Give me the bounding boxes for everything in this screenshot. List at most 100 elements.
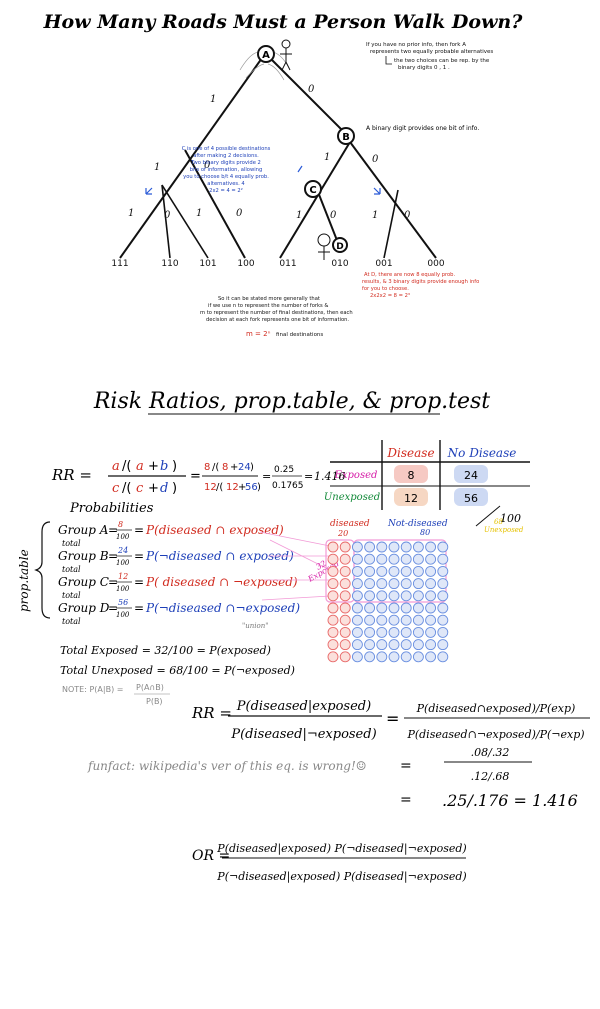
or-num: P(diseased|exposed) P(¬diseased|¬exposed… — [216, 842, 466, 856]
node-b: B — [337, 127, 355, 145]
svg-text:a: a — [112, 459, 120, 474]
svg-text:100: 100 — [116, 559, 130, 567]
svg-text:000: 000 — [427, 259, 444, 269]
rr-cond-eq-num: P(diseased∩exposed)/P(exp) — [416, 702, 576, 715]
dot-not-diseased — [388, 639, 400, 651]
brace — [34, 521, 51, 619]
note-arrow — [385, 56, 392, 65]
svg-text:0.1765: 0.1765 — [272, 481, 304, 491]
dot-not-diseased — [437, 602, 449, 614]
svg-text:b: b — [160, 459, 168, 474]
svg-text:total: total — [62, 539, 81, 548]
svg-text:P( diseased ∩ ¬exposed): P( diseased ∩ ¬exposed) — [145, 575, 298, 589]
tree-title: How Many Roads Must a Person Walk Down? — [43, 11, 524, 33]
svg-text:P(diseased ∩ exposed): P(diseased ∩ exposed) — [145, 523, 284, 537]
dot-diseased — [327, 578, 339, 590]
dot-not-diseased — [364, 565, 376, 577]
dot-diseased — [327, 626, 339, 638]
table-total: 100 — [500, 512, 521, 525]
note-top: If you have no prior info, then fork A r… — [366, 42, 493, 71]
dot-not-diseased — [388, 626, 400, 638]
dot-not-diseased — [400, 602, 412, 614]
svg-text:): ) — [250, 462, 254, 473]
note-bottom: So it can be stated more generally that … — [200, 296, 353, 323]
dot-not-diseased — [351, 578, 363, 590]
dot-not-diseased — [351, 602, 363, 614]
dot-not-diseased — [364, 578, 376, 590]
dot-diseased — [339, 565, 351, 577]
dot-not-diseased — [437, 626, 449, 638]
dot-not-diseased — [351, 541, 363, 553]
svg-text:A: A — [262, 50, 270, 61]
total-exposed: Total Exposed = 32/100 = P(exposed) — [60, 644, 271, 657]
dot-not-diseased — [400, 565, 412, 577]
rr-cond-num: P(diseased|exposed) — [236, 699, 371, 714]
dot-diseased — [327, 602, 339, 614]
dot-not-diseased — [364, 651, 376, 663]
svg-text:a: a — [136, 459, 144, 474]
grid-label-diseased-n: 20 — [337, 529, 348, 538]
dot-not-diseased — [376, 578, 388, 590]
svg-text:Group B: Group B — [58, 549, 109, 563]
equals-sign-2: = — [400, 758, 412, 774]
dot-diseased — [339, 639, 351, 651]
grid-label-not-diseased-n: 80 — [420, 528, 430, 537]
svg-text:8: 8 — [118, 520, 123, 529]
rr-cond-label: RR = — [191, 704, 232, 722]
svg-text:=: = — [190, 469, 201, 484]
rr-calc-den: .12/.68 — [471, 770, 510, 783]
dot-not-diseased — [437, 553, 449, 565]
dot-not-diseased — [364, 614, 376, 626]
dot-diseased — [339, 541, 351, 553]
equals-sign: = — [386, 709, 399, 728]
dot-not-diseased — [351, 639, 363, 651]
dot-not-diseased — [376, 651, 388, 663]
svg-text:24: 24 — [117, 546, 128, 555]
svg-text:/(: /( — [122, 481, 131, 496]
dot-not-diseased — [412, 541, 424, 553]
row-unexposed: Unexposed — [324, 492, 380, 503]
svg-text:for you to choose.: for you to choose. — [362, 286, 409, 292]
svg-text:C is one of 4 possible destina: C is one of 4 possible destinations — [182, 146, 271, 152]
rr-formula: RR = a /( a + b ) c /( c + d ) = 8 /( 8 … — [51, 459, 346, 496]
svg-text:2x2x2 = 8 = 2³: 2x2x2 = 8 = 2³ — [370, 293, 410, 299]
svg-text:110: 110 — [161, 259, 178, 269]
dot-not-diseased — [425, 590, 437, 602]
dot-not-diseased — [425, 565, 437, 577]
svg-text:=: = — [262, 470, 271, 483]
svg-text:total: total — [62, 617, 81, 626]
svg-text:=: = — [134, 523, 144, 537]
dot-diseased — [327, 651, 339, 663]
svg-text:Group C: Group C — [58, 575, 109, 589]
dot-not-diseased — [388, 590, 400, 602]
svg-text:if we use n to represent the n: if we use n to represent the number of f… — [208, 303, 328, 309]
svg-text:1: 1 — [196, 208, 202, 219]
dot-diseased — [327, 590, 339, 602]
dot-not-diseased — [376, 590, 388, 602]
dot-not-diseased — [437, 614, 449, 626]
blue-arrows — [145, 165, 381, 195]
tree-branches — [119, 57, 437, 259]
dot-not-diseased — [364, 602, 376, 614]
total-unexposed: Total Unexposed = 68/100 = P(¬exposed) — [60, 664, 295, 677]
svg-text:0.25: 0.25 — [274, 465, 294, 475]
dot-not-diseased — [400, 541, 412, 553]
svg-text:=: = — [108, 601, 118, 615]
dot-not-diseased — [376, 602, 388, 614]
svg-text:100: 100 — [116, 611, 130, 619]
svg-text:P(¬diseased ∩¬exposed): P(¬diseased ∩¬exposed) — [145, 601, 300, 615]
dot-not-diseased — [400, 578, 412, 590]
dot-not-diseased — [400, 614, 412, 626]
svg-text:12: 12 — [226, 482, 239, 493]
or-label: OR = — [192, 848, 230, 864]
svg-text:=: = — [108, 523, 118, 537]
svg-text:1: 1 — [324, 152, 330, 163]
dot-diseased — [339, 651, 351, 663]
group-list: Group A = 8 100 = P(diseased ∩ exposed) … — [58, 520, 300, 630]
svg-text:/(: /( — [122, 459, 131, 474]
note-frac-bot: P(B) — [146, 697, 163, 706]
row-exposed: Exposed — [334, 470, 378, 481]
svg-text:after making 2 decisions.: after making 2 decisions. — [193, 153, 259, 159]
